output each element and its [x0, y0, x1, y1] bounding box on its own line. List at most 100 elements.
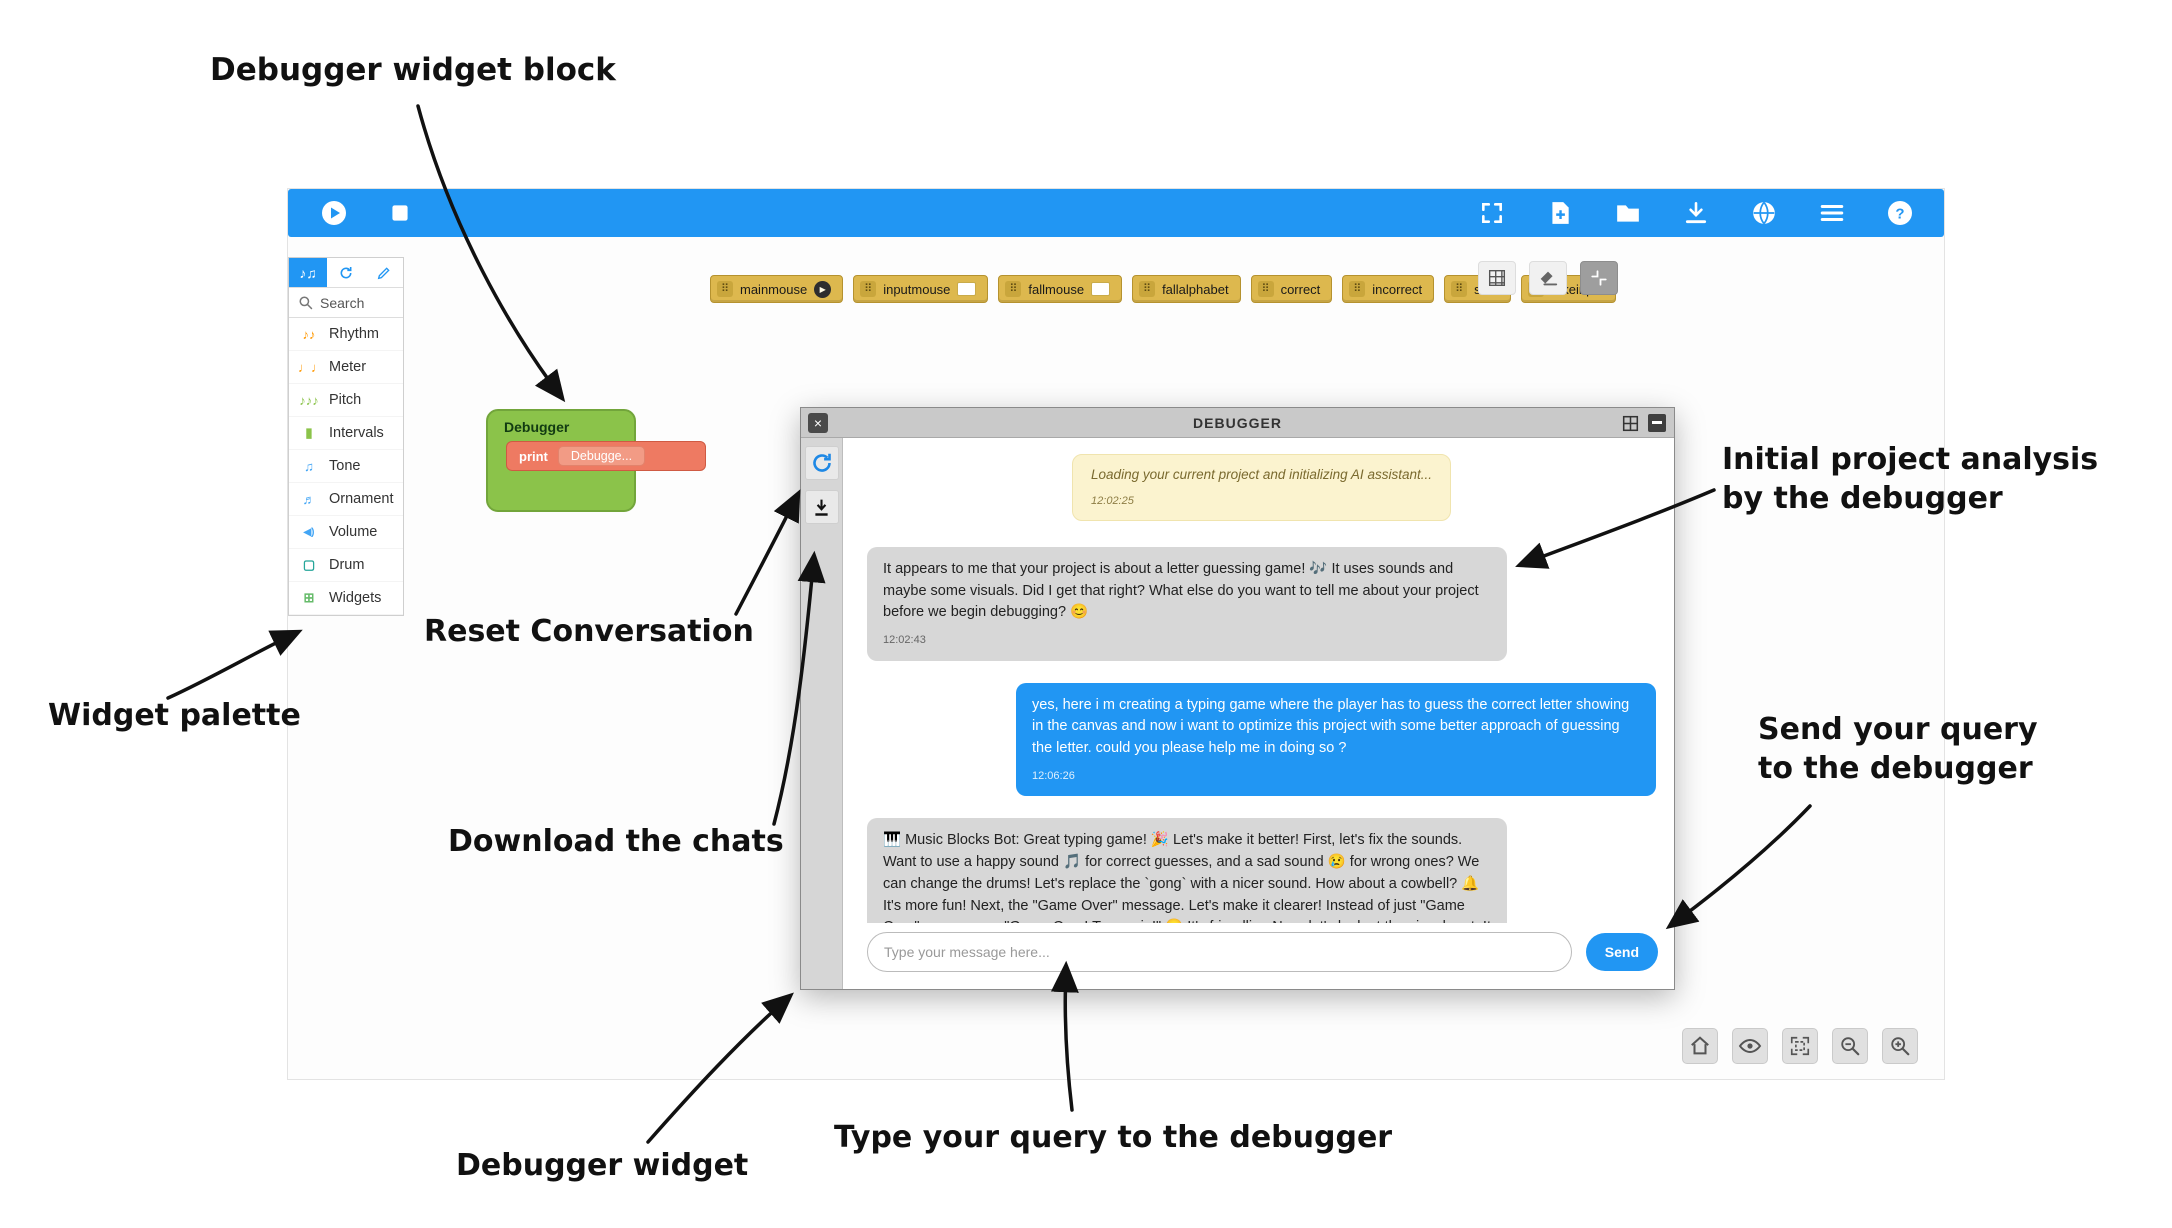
- action-block-label: mainmouse: [740, 281, 808, 297]
- annotation-initial-analysis: Initial project analysis by the debugger: [1722, 442, 2099, 516]
- palette-item-tone[interactable]: ♫Tone: [289, 450, 403, 483]
- palette-item-drum[interactable]: ▢ Drum: [289, 549, 403, 582]
- show-hide-blocks-icon[interactable]: [1732, 1028, 1768, 1064]
- annotation-debugger-widget-block: Debugger widget block: [210, 52, 616, 88]
- widget-palette: ♪♫ Search ♪♪Rhythm ♩♩ Meter ♪♪♪ Pitch ▮ Int…: [288, 257, 404, 616]
- palette-pencil-icon[interactable]: [365, 258, 403, 287]
- action-block-fallmouse[interactable]: ⠿ fallmouse: [998, 275, 1123, 303]
- annotation-type-query: Type your query to the debugger: [834, 1120, 1393, 1155]
- palette-item-meter[interactable]: ♩♩ Meter: [289, 351, 403, 384]
- debugger-title: DEBUGGER: [1193, 414, 1282, 431]
- canvas-tools: [1478, 261, 1618, 295]
- palette-item-label: Ornament: [329, 491, 394, 507]
- new-project-icon[interactable]: [1546, 199, 1574, 227]
- block-dots-icon: ⠿: [1349, 281, 1366, 297]
- palette-item-label: Widgets: [329, 590, 382, 606]
- block-dots-icon: ⠿: [1139, 281, 1156, 297]
- action-block-label: fallmouse: [1028, 281, 1085, 297]
- menu-hamburger-icon[interactable]: [1818, 199, 1846, 227]
- message-text: It appears to me that your project is ab…: [883, 560, 1479, 621]
- print-block-value[interactable]: Debugge...: [557, 446, 646, 466]
- action-block-correct[interactable]: ⠿ correct: [1250, 275, 1333, 303]
- meter-icon: ♩♩: [298, 359, 324, 375]
- palette-item-label: Pitch: [329, 392, 362, 408]
- canvas-nav-tools: [1682, 1028, 1918, 1064]
- notes-tab-icon[interactable]: ♪♫: [289, 258, 327, 287]
- print-block-label: print: [519, 448, 548, 464]
- download-project-icon[interactable]: [1682, 199, 1710, 227]
- block-input-box: [1091, 282, 1111, 296]
- annotation-send-query: Send your query to the debugger: [1758, 712, 2038, 786]
- annotation-debugger-widget: Debugger widget: [456, 1148, 749, 1183]
- action-block-fallalphabet[interactable]: ⠿ fallalphabet: [1132, 275, 1241, 303]
- grid-overlay-icon[interactable]: [1478, 261, 1516, 295]
- zoom-out-icon[interactable]: [1832, 1028, 1868, 1064]
- home-icon[interactable]: [1682, 1028, 1718, 1064]
- language-globe-icon[interactable]: [1750, 199, 1778, 227]
- volume-icon: ◀): [303, 526, 315, 538]
- message-timestamp: 12:02:43: [883, 634, 926, 646]
- user-message: yes, here i m creating a typing game whe…: [1016, 682, 1656, 797]
- action-block-label: inputmouse: [883, 281, 951, 297]
- action-block-mainmouse[interactable]: ⠿ mainmouse ▶: [710, 275, 844, 303]
- rhythm-icon: ♪♪: [302, 326, 316, 342]
- palette-item-label: Meter: [329, 359, 367, 375]
- collapse-blocks-icon[interactable]: [1580, 261, 1618, 295]
- palette-item-volume[interactable]: ◀) Volume: [289, 516, 403, 549]
- help-icon[interactable]: ?: [1886, 199, 1914, 227]
- block-play-icon[interactable]: ▶: [814, 280, 832, 298]
- play-button[interactable]: [320, 199, 348, 227]
- music-blocks-app: ? ♪♫ Search ♪♪Rhythm ♩♩ Meter ♪♪♪ Pitch ▮ I…: [287, 188, 1945, 1080]
- zoom-in-icon[interactable]: [1882, 1028, 1918, 1064]
- minimize-icon[interactable]: [1648, 414, 1666, 432]
- chat-input-bar: Send: [843, 923, 1674, 989]
- message-text: yes, here i m creating a typing game whe…: [1032, 696, 1630, 757]
- palette-item-pitch[interactable]: ♪♪♪ Pitch: [289, 384, 403, 417]
- send-button[interactable]: Send: [1585, 933, 1658, 971]
- palette-item-ornament[interactable]: ♬ Ornament: [289, 483, 403, 516]
- search-icon: [299, 296, 313, 310]
- widgets-icon: ⊞: [303, 590, 315, 605]
- print-block[interactable]: print Debugge...: [506, 441, 706, 471]
- window-grid-icon[interactable]: [1620, 413, 1640, 433]
- message-timestamp: 12:06:26: [1032, 769, 1075, 782]
- pitch-icon: ♪♪♪: [299, 392, 319, 408]
- annotation-reset-conversation: Reset Conversation: [424, 614, 754, 649]
- palette-item-widgets[interactable]: ⊞ Widgets: [289, 582, 403, 615]
- block-dots-icon: ⠿: [1257, 281, 1274, 297]
- bot-message-initial-analysis: It appears to me that your project is ab…: [867, 546, 1507, 661]
- search-label: Search: [320, 294, 365, 311]
- chat-message-input[interactable]: [867, 932, 1572, 972]
- download-chats-button[interactable]: [804, 490, 839, 524]
- fullscreen-icon[interactable]: [1478, 199, 1506, 227]
- palette-search[interactable]: Search: [289, 288, 403, 318]
- open-folder-icon[interactable]: [1614, 199, 1642, 227]
- intervals-icon: ▮: [305, 425, 313, 440]
- eraser-icon[interactable]: [1529, 261, 1567, 295]
- debugger-sidebar: [801, 438, 843, 989]
- action-block-incorrect[interactable]: ⠿ incorrect: [1342, 275, 1435, 303]
- action-block-label: correct: [1280, 281, 1321, 297]
- palette-item-label: Drum: [329, 557, 365, 573]
- block-dots-icon: ⠿: [860, 281, 877, 297]
- close-icon[interactable]: ×: [808, 413, 828, 433]
- svg-text:?: ?: [1895, 206, 1904, 223]
- block-dots-icon: ⠿: [717, 281, 733, 297]
- palette-item-label: Intervals: [329, 425, 384, 441]
- stop-button[interactable]: [386, 199, 414, 227]
- palette-item-rhythm[interactable]: ♪♪Rhythm: [289, 318, 403, 351]
- block-dots-icon: ⠿: [1451, 281, 1468, 297]
- ornament-icon: ♬: [302, 491, 316, 507]
- debugger-titlebar[interactable]: × DEBUGGER: [801, 408, 1674, 438]
- palette-header: ♪♫: [289, 258, 403, 288]
- chat-area: Loading your current project and initial…: [843, 438, 1674, 923]
- palette-refresh-icon[interactable]: [327, 258, 365, 287]
- expand-blocks-icon[interactable]: [1782, 1028, 1818, 1064]
- reset-conversation-button[interactable]: [804, 446, 839, 480]
- drum-icon: ▢: [302, 557, 316, 572]
- annotation-download-chats: Download the chats: [448, 824, 784, 859]
- action-block-inputmouse[interactable]: ⠿ inputmouse: [853, 275, 989, 303]
- palette-item-intervals[interactable]: ▮ Intervals: [289, 417, 403, 450]
- system-message: Loading your current project and initial…: [1072, 454, 1451, 521]
- palette-item-label: Volume: [329, 524, 378, 540]
